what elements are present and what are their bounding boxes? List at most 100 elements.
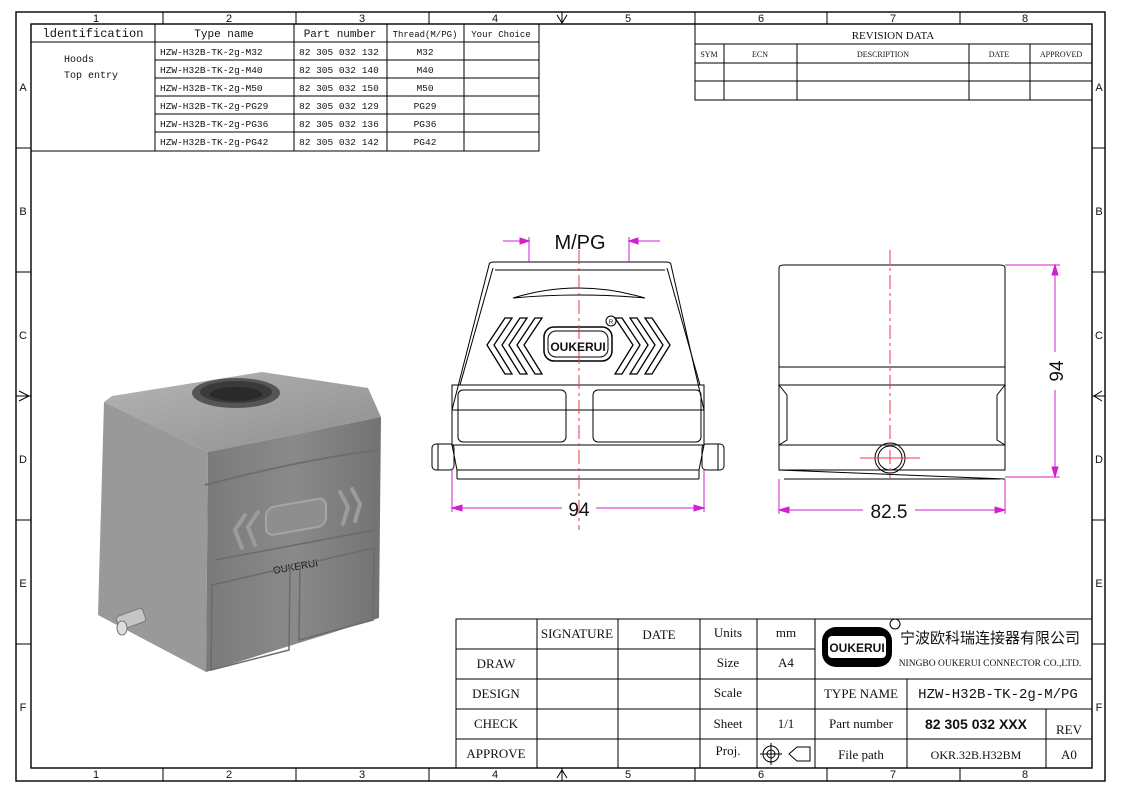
zone-col-label: 2	[226, 13, 232, 25]
side-view-drawing	[778, 250, 1006, 480]
zone-row-label: C	[19, 330, 27, 342]
zone-row-label: E	[1095, 578, 1102, 590]
part-number-value: 82 305 032 XXX	[925, 716, 1028, 732]
table-header: Part number	[304, 29, 377, 41]
zone-col-label: 7	[890, 769, 896, 781]
type-name-value: HZW-H32B-TK-2g-M/PG	[918, 687, 1078, 703]
approve-label: APPROVE	[466, 746, 525, 761]
table-cell-thread: PG42	[414, 137, 437, 148]
zone-col-label: 5	[625, 769, 631, 781]
revision-header: DATE	[989, 50, 1010, 59]
company-name-en: NINGBO OUKERUI CONNECTOR CO.,LTD.	[899, 659, 1082, 669]
identification-table: ldentification Type name Part number Thr…	[30, 23, 540, 152]
type-name-label: TYPE NAME	[824, 686, 898, 701]
zone-labels: 1 2 3 4 5 6 7 8 1 2 3 4 5 6 7 8 A B C D …	[19, 13, 1103, 781]
size-value: A4	[778, 655, 794, 670]
table-cell-thread: PG29	[414, 101, 437, 112]
zone-row-label: F	[1096, 702, 1103, 714]
table-cell-type-name: HZW-H32B-TK-2g-M40	[160, 65, 263, 76]
proj-label: Proj.	[716, 743, 741, 758]
zone-col-label: 2	[226, 769, 232, 781]
table-cell-thread: M40	[416, 65, 433, 76]
table-cell-type-name: HZW-H32B-TK-2g-PG36	[160, 119, 269, 130]
revision-table: REVISION DATA SYM ECN DESCRIPTION DATE A…	[694, 23, 1093, 101]
centering-marks	[16, 12, 1105, 781]
zone-col-label: 5	[625, 13, 631, 25]
front-view-dimensions	[450, 237, 706, 512]
table-cell-type-name: HZW-H32B-TK-2g-M50	[160, 83, 263, 94]
sheet-value: 1/1	[778, 716, 795, 731]
title-block: SIGNATURE DATE DRAW DESIGN CHECK APPROVE…	[455, 618, 1093, 769]
identification-text: Top entry	[64, 71, 118, 82]
identification-text: Hoods	[64, 54, 94, 66]
table-cell-type-name: HZW-H32B-TK-2g-M32	[160, 47, 263, 58]
revision-header: DESCRIPTION	[857, 50, 909, 59]
front-view-registered-mark: R	[609, 320, 614, 326]
table-cell-type-name: HZW-H32B-TK-2g-PG29	[160, 101, 269, 112]
front-view-logo: OUKERUI	[550, 340, 605, 354]
thread-dimension-label: M/PG	[554, 232, 605, 254]
side-width-dimension: 82.5	[871, 502, 908, 523]
table-cell-part-number: 82 305 032 129	[299, 101, 379, 112]
zone-col-label: 1	[93, 769, 99, 781]
size-label: Size	[717, 655, 740, 670]
zone-col-label: 8	[1022, 13, 1028, 25]
zone-col-label: 6	[758, 13, 764, 25]
zone-row-label: D	[19, 454, 27, 466]
zone-col-label: 7	[890, 13, 896, 25]
height-dimension: 94	[1047, 360, 1068, 382]
table-cell-part-number: 82 305 032 132	[299, 47, 379, 58]
company-name-cn: 宁波欧科瑞连接器有限公司	[900, 630, 1080, 647]
table-header: Thread(M/PG)	[393, 30, 458, 40]
table-cell-part-number: 82 305 032 140	[299, 65, 379, 76]
table-cell-thread: M50	[416, 83, 433, 94]
zone-row-label: F	[20, 702, 27, 714]
revision-header: SYM	[700, 50, 717, 59]
zone-col-label: 1	[93, 13, 99, 25]
part-number-label: Part number	[829, 716, 894, 731]
table-cell-thread: PG36	[414, 119, 437, 130]
table-header: ldentification	[43, 27, 144, 41]
front-width-dimension: 94	[568, 500, 590, 521]
revision-title: REVISION DATA	[852, 30, 935, 42]
table-cell-part-number: 82 305 032 150	[299, 83, 379, 94]
company-logo: OUKERUI	[822, 618, 901, 667]
rev-value: A0	[1061, 747, 1077, 762]
zone-col-label: 3	[359, 13, 365, 25]
scale-label: Scale	[714, 685, 742, 700]
zone-col-label: 4	[492, 13, 498, 25]
zone-row-label: D	[1095, 454, 1103, 466]
table-cell-type-name: HZW-H32B-TK-2g-PG42	[160, 137, 269, 148]
zone-row-label: B	[19, 206, 26, 218]
zone-row-label: A	[19, 82, 27, 94]
zone-row-label: B	[1095, 206, 1102, 218]
zone-col-label: 6	[758, 769, 764, 781]
table-header: Your Choice	[471, 30, 530, 40]
rev-label: REV	[1056, 722, 1083, 737]
date-header: DATE	[642, 627, 675, 642]
zone-col-label: 4	[492, 769, 498, 781]
revision-header: APPROVED	[1040, 50, 1082, 59]
hood-3d-render: OUKERUI	[98, 372, 381, 672]
units-value: mm	[776, 625, 796, 640]
projection-symbol-icon	[760, 743, 811, 765]
table-cell-thread: M32	[416, 47, 433, 58]
front-view-drawing	[431, 250, 725, 530]
zone-row-label: E	[19, 578, 26, 590]
units-label: Units	[714, 625, 742, 640]
table-cell-part-number: 82 305 032 142	[299, 137, 379, 148]
zone-row-label: C	[1095, 330, 1103, 342]
side-view-dimensions	[777, 263, 1060, 514]
signature-header: SIGNATURE	[541, 626, 613, 641]
zone-col-label: 8	[1022, 769, 1028, 781]
draw-label: DRAW	[477, 656, 516, 671]
check-label: CHECK	[474, 716, 519, 731]
file-path-label: File path	[838, 747, 884, 762]
table-cell-part-number: 82 305 032 136	[299, 119, 379, 130]
table-header: Type name	[194, 29, 253, 41]
file-path-value: OKR.32B.H32BM	[931, 748, 1022, 762]
zone-col-label: 3	[359, 769, 365, 781]
design-label: DESIGN	[472, 686, 520, 701]
zone-row-label: A	[1095, 82, 1103, 94]
